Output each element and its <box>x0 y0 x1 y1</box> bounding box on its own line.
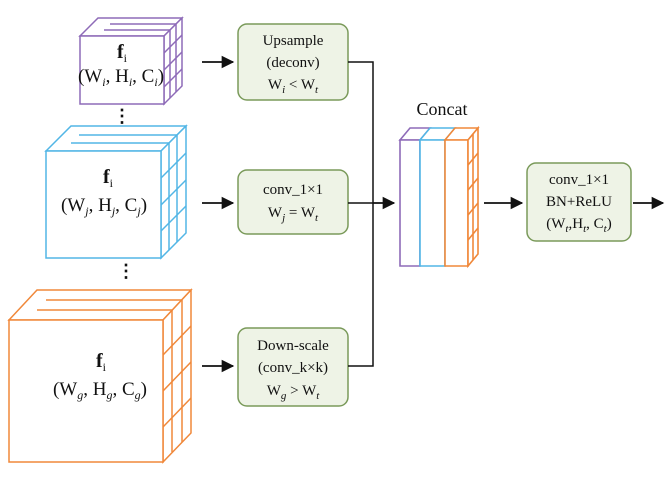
ellipsis-dots-2: ⋮ <box>117 261 135 281</box>
downscale-line3: Wg > Wt <box>267 383 321 402</box>
final-line1: conv_1×1 <box>549 172 609 188</box>
ellipsis-dots-1: ⋮ <box>113 106 131 126</box>
cube-fi-large <box>7 288 193 464</box>
upsample-line2: (deconv) <box>266 55 319 71</box>
conv1x1-line2: Wj = Wt <box>268 205 319 224</box>
cube2-dims: (Wj, Hj, Cj) <box>61 195 147 218</box>
final-line3: (Wt,Ht, Ct) <box>546 216 611 235</box>
cube-fi-medium <box>44 124 188 260</box>
final-line2: BN+ReLU <box>546 194 612 210</box>
cube3-name: fi <box>96 350 107 374</box>
conv1x1-line1: conv_1×1 <box>263 182 323 198</box>
downscale-line2: (conv_k×k) <box>258 360 328 376</box>
concat-block <box>398 125 480 269</box>
cube2-name: fi <box>103 166 114 190</box>
cube1-dims: (Wi, Hi, Ci) <box>78 66 164 89</box>
upsample-line1: Upsample <box>263 33 324 49</box>
cube3-dims: (Wg, Hg, Cg) <box>53 379 147 402</box>
conv1x1-box <box>237 169 349 235</box>
upsample-line3: Wi < Wt <box>268 77 319 96</box>
concat-label: Concat <box>417 99 468 119</box>
downscale-box <box>237 327 349 407</box>
downscale-line1: Down-scale <box>257 338 329 354</box>
cube1-name: fi <box>117 41 128 65</box>
merge-connector <box>348 61 374 367</box>
final-conv-box <box>526 162 632 242</box>
cube-fi-small <box>78 16 184 106</box>
